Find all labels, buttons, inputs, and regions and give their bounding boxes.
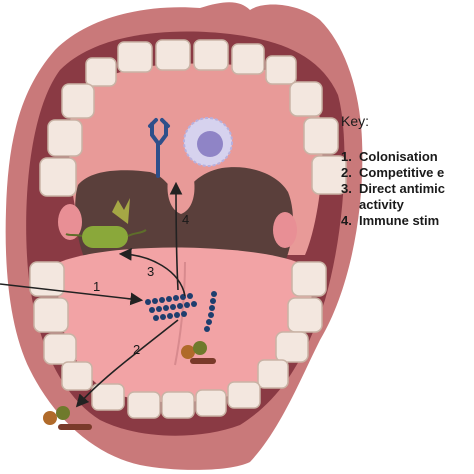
left-tonsil xyxy=(58,204,82,240)
throat xyxy=(75,167,294,262)
key-item-text: Competitive e xyxy=(359,165,445,180)
upper-teeth xyxy=(39,39,347,197)
step-label-2: 2 xyxy=(133,342,140,357)
step-label-3: 3 xyxy=(147,264,154,279)
key-item-text: Immune stim xyxy=(359,213,440,228)
key-item: 3. Direct antimic activity xyxy=(341,181,474,213)
key-title: Key: xyxy=(341,113,370,129)
key-item: 1. Colonisation xyxy=(341,149,474,165)
key-item-number: 3. xyxy=(341,181,352,196)
arrow-antimicrobial xyxy=(118,247,186,297)
key-item-number: 4. xyxy=(341,213,352,228)
arrow-immune xyxy=(169,181,183,291)
tongue xyxy=(58,247,312,403)
right-tonsil xyxy=(273,212,297,248)
arrow-competitive-exclusion xyxy=(75,319,179,408)
antibody xyxy=(148,118,170,178)
key-item-number: 1. xyxy=(341,149,352,164)
key-item-text: Colonisation xyxy=(359,149,438,164)
mixed-bacteria-lip xyxy=(43,406,92,430)
key-list: 1. Colonisation 2. Competitive e 3. Dire… xyxy=(341,149,474,229)
key-item-text: Direct antimic activity xyxy=(359,181,445,212)
key-item: 4. Immune stim xyxy=(341,213,474,229)
chain-bacteria xyxy=(145,291,217,332)
step-label-1: 1 xyxy=(93,279,100,294)
pathogen-bacterium xyxy=(65,198,147,248)
immune-cell xyxy=(183,117,233,167)
tongue-midline xyxy=(174,261,186,366)
step-label-4: 4 xyxy=(182,212,189,227)
arrow-colonisation xyxy=(0,283,144,306)
mixed-bacteria-tongue xyxy=(181,341,216,364)
key-legend: Key: 1. Colonisation 2. Competitive e 3.… xyxy=(341,113,474,243)
key-item-number: 2. xyxy=(341,165,352,180)
lower-teeth xyxy=(29,261,327,419)
key-item: 2. Competitive e xyxy=(341,165,474,181)
